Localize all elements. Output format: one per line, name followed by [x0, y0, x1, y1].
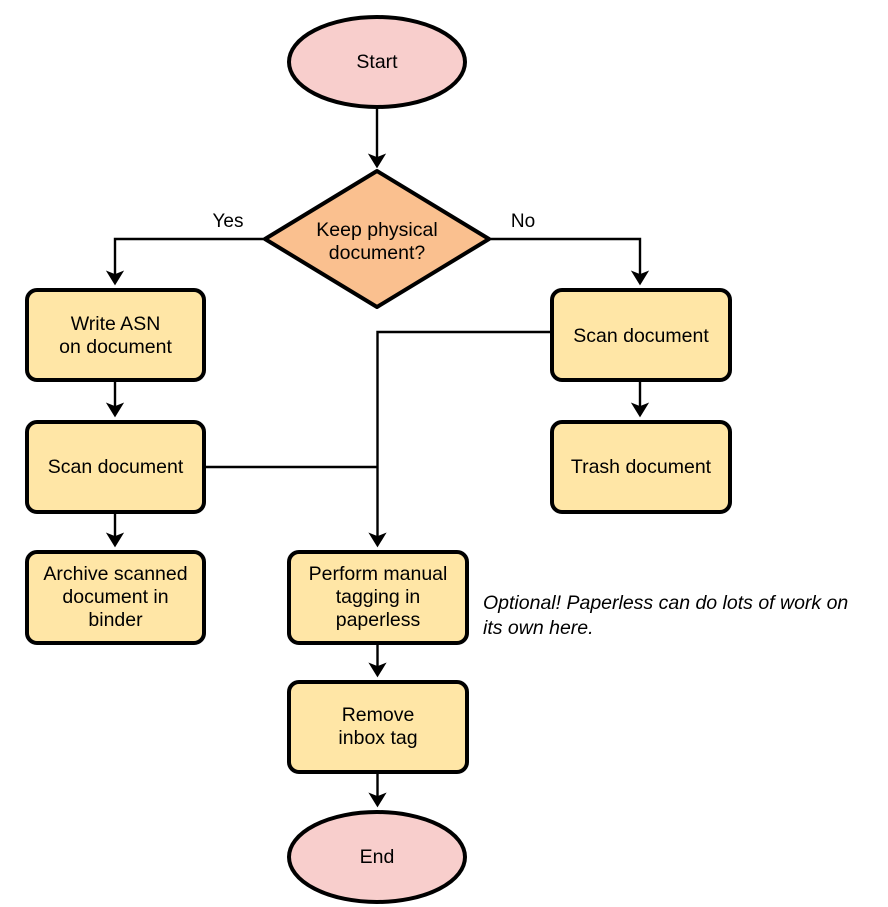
remove-inbox-tag-label-line1: Remove — [342, 704, 415, 726]
tagging-box-shape — [287, 550, 469, 645]
start-label: Start — [356, 51, 398, 73]
edge-layer — [105, 107, 650, 808]
node-decision-keep-physical-document[interactable]: Keep physical document? — [263, 169, 491, 309]
decision-diamond-shape — [263, 169, 491, 309]
decision-label-line1: Keep physical — [316, 219, 437, 241]
end-ellipse-shape — [287, 810, 467, 904]
edge-label-layer: Yes No — [213, 211, 536, 232]
archive-label-line3: binder — [88, 609, 143, 631]
scan-document-right-box-shape — [550, 288, 732, 382]
start-ellipse-shape — [287, 15, 467, 109]
tagging-label-line2: tagging in — [336, 586, 421, 608]
edge-decision-to-write-asn — [105, 237, 265, 286]
node-archive-scanned-document[interactable]: Archive scanned document in binder — [25, 550, 206, 645]
node-end[interactable]: End — [287, 810, 467, 904]
node-write-asn-on-document[interactable]: Write ASN on document — [25, 288, 206, 382]
scan-document-left-box-shape — [25, 420, 206, 514]
tagging-label-line3: paperless — [336, 609, 421, 631]
edge-scan-right-to-tagging — [368, 330, 552, 548]
archive-box-shape — [25, 550, 206, 645]
archive-label-line2: document in — [62, 586, 168, 608]
tagging-label-line1: Perform manual — [309, 563, 448, 585]
trash-document-box-shape — [550, 420, 732, 514]
archive-label-line1: Archive scanned — [43, 563, 187, 585]
decision-label-line2: document? — [329, 242, 426, 264]
node-scan-document-left[interactable]: Scan document — [25, 420, 206, 514]
write-asn-label-line1: Write ASN — [71, 313, 161, 335]
remove-inbox-tag-box-shape — [287, 680, 469, 774]
scan-document-left-label: Scan document — [48, 456, 184, 478]
edge-label-yes: Yes — [213, 211, 244, 232]
write-asn-label-line2: on document — [59, 336, 172, 358]
end-label: End — [360, 846, 395, 868]
node-start[interactable]: Start — [287, 15, 467, 109]
edge-label-no: No — [511, 211, 535, 232]
annotation-optional-note: Optional! Paperless can do lots of work … — [483, 592, 848, 639]
remove-inbox-tag-label-line2: inbox tag — [338, 727, 417, 749]
trash-document-label: Trash document — [571, 456, 712, 478]
node-remove-inbox-tag[interactable]: Remove inbox tag — [287, 680, 469, 774]
annotation-line1: Optional! Paperless can do lots of work … — [483, 592, 848, 614]
annotation-line2: its own here. — [483, 617, 594, 639]
node-trash-document[interactable]: Trash document — [550, 420, 732, 514]
node-scan-document-right[interactable]: Scan document — [550, 288, 732, 382]
edge-decision-to-scan-right — [489, 237, 650, 286]
scan-document-right-label: Scan document — [573, 325, 709, 347]
write-asn-box-shape — [25, 288, 206, 382]
node-perform-manual-tagging[interactable]: Perform manual tagging in paperless — [287, 550, 469, 645]
